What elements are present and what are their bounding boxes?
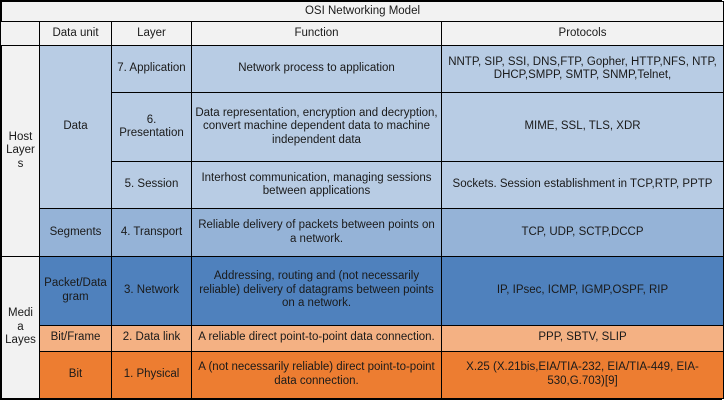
layer-protocols-session: Sockets. Session establishment in TCP,RT… (440, 161, 724, 210)
layer-protocols-application: NNTP, SIP, SSI, DNS,FTP, Gopher, HTTP,NF… (440, 44, 724, 94)
column-header-function: Function (191, 21, 442, 46)
layer-function-physical: A (not necessarily reliable) direct poin… (191, 350, 442, 400)
group-label-media-layers: Media Layes (1, 255, 40, 400)
layer-name-physical: 1. Physical (111, 350, 192, 400)
layer-name-presentation: 6. Presentation (111, 92, 192, 163)
data-unit-packet-datagram: Packet/Datagram (39, 255, 112, 326)
column-header-data-unit: Data unit (39, 21, 112, 46)
layer-protocols-data-link: PPP, SBTV, SLIP (440, 324, 724, 352)
data-unit-bit: Bit (39, 350, 112, 400)
column-header-layer: Layer (111, 21, 192, 46)
table-row: Segments 4. Transport Reliable delivery … (2, 208, 724, 257)
layer-function-transport: Reliable delivery of packets between poi… (191, 208, 442, 257)
layer-function-session: Interhost communication, managing sessio… (191, 161, 442, 210)
layer-name-network: 3. Network (111, 255, 192, 326)
table-row: Bit 1. Physical A (not necessarily relia… (2, 350, 724, 400)
table-row: Media Layes Packet/Datagram 3. Network A… (1, 255, 724, 400)
column-header-group (1, 21, 40, 46)
page-title: OSI Networking Model (0, 1, 724, 22)
layer-name-data-link: 2. Data link (111, 324, 192, 352)
data-unit-segments: Segments (39, 208, 112, 257)
column-header-protocols: Protocols (440, 21, 724, 46)
layer-protocols-transport: TCP, UDP, SCTP,DCCP (440, 208, 724, 257)
layer-function-application: Network process to application (191, 44, 442, 94)
data-unit-bit-frame: Bit/Frame (39, 324, 112, 352)
table-row: 5. Session Interhost communication, mana… (2, 161, 724, 210)
layer-name-session: 5. Session (111, 161, 192, 210)
layer-name-application: 7. Application (111, 44, 192, 94)
layer-name-transport: 4. Transport (111, 208, 192, 257)
table-title-row: OSI Networking Model (0, 1, 724, 22)
layer-function-presentation: Data representation, encryption and decr… (191, 92, 442, 163)
table-row: 6. Presentation Data representation, enc… (2, 92, 724, 163)
layer-protocols-network: IP, IPsec, ICMP, IGMP,OSPF, RIP (440, 255, 724, 326)
layer-function-network: Addressing, routing and (not necessarily… (191, 255, 442, 326)
table-row: Host Layers Data 7. Application Network … (1, 44, 724, 257)
layer-protocols-physical: X.25 (X.21bis,EIA/TIA-232, EIA/TIA-449, … (440, 350, 724, 400)
layer-protocols-presentation: MIME, SSL, TLS, XDR (440, 92, 724, 163)
table-header-row: Data unit Layer Function Protocols (1, 21, 724, 46)
group-label-host-layers: Host Layers (1, 45, 40, 257)
data-unit-data: Data (39, 44, 112, 210)
table-row: Bit/Frame 2. Data link A reliable direct… (2, 324, 724, 352)
layer-function-data-link: A reliable direct point-to-point data co… (191, 324, 442, 352)
